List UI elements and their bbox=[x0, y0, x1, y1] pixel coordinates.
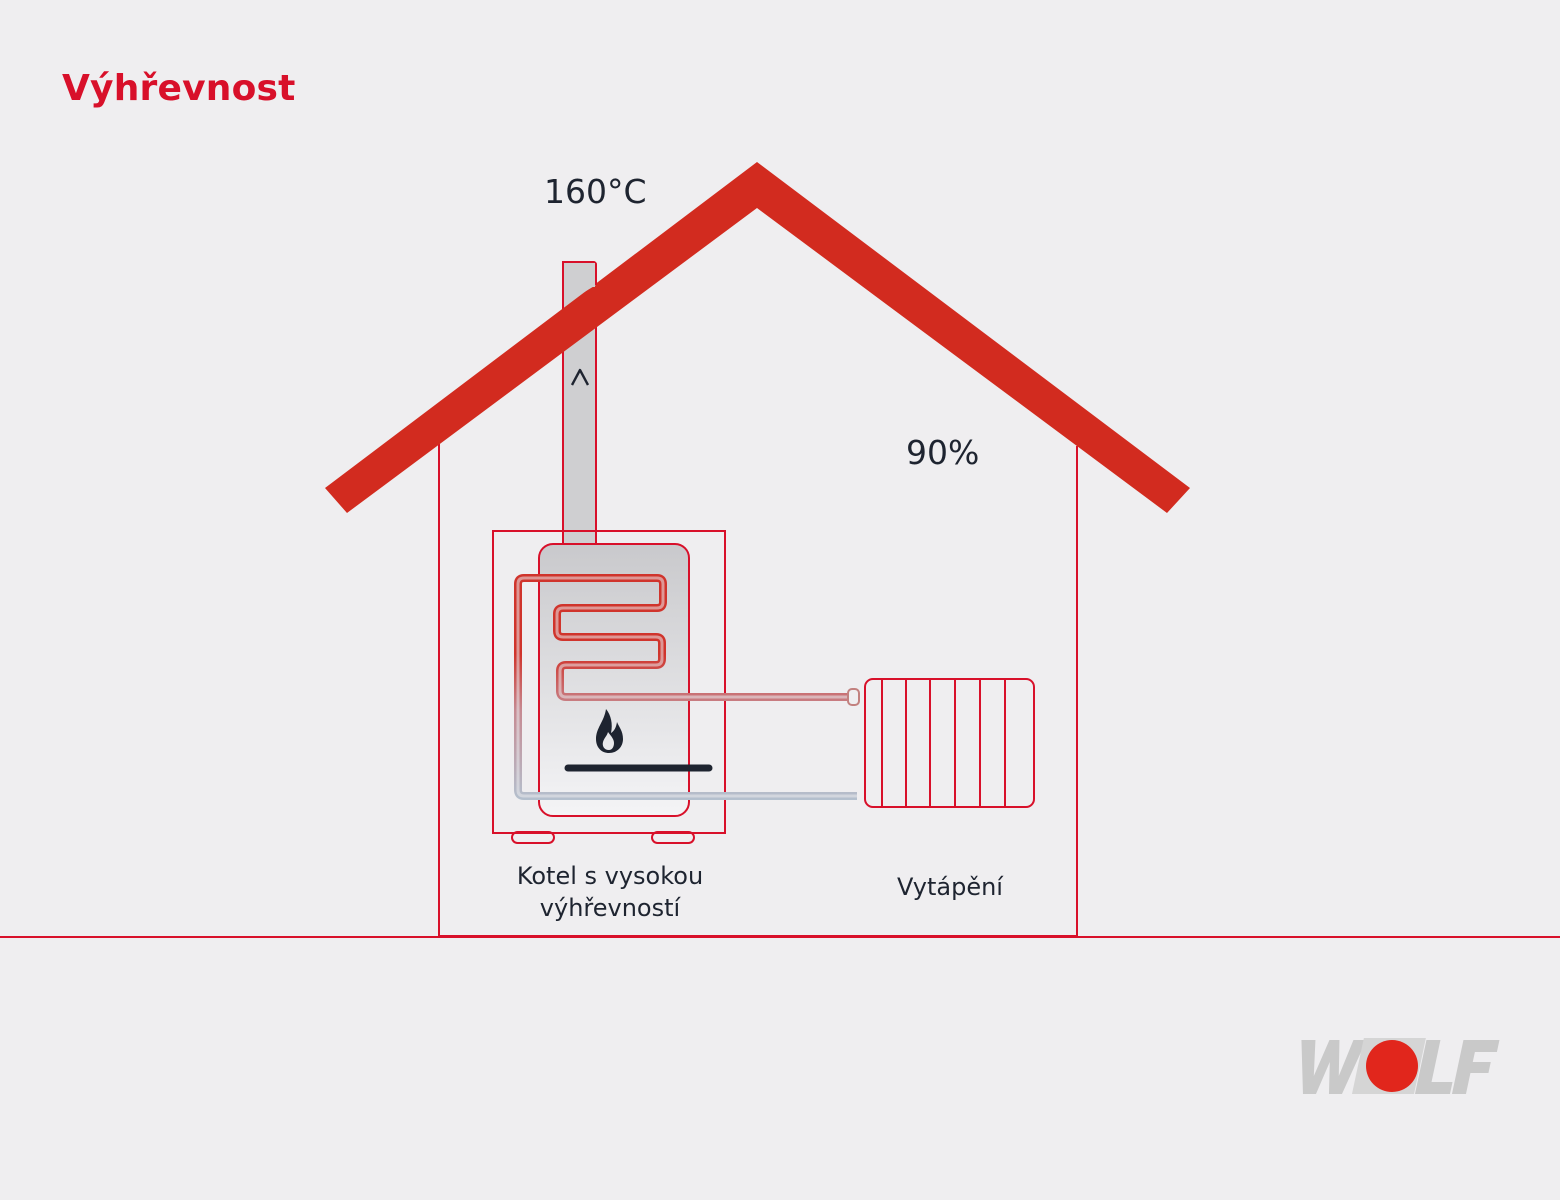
boiler-foot-left bbox=[511, 831, 555, 844]
chimney-top-fill bbox=[564, 263, 595, 287]
flue-temperature-label: 160°C bbox=[544, 172, 647, 211]
house-walls bbox=[438, 444, 1078, 937]
boiler-label: Kotel s vysokou výhřevností bbox=[480, 860, 740, 924]
heat-exchanger-coil-inner bbox=[516, 576, 857, 798]
boiler-frame bbox=[492, 530, 726, 834]
radiator-valve bbox=[847, 688, 860, 706]
boiler-label-line2: výhřevností bbox=[539, 894, 681, 922]
heating-label: Vytápění bbox=[897, 873, 1003, 901]
efficiency-label: 90% bbox=[906, 433, 980, 472]
page-title: Výhřevnost bbox=[62, 68, 296, 109]
wolf-logo bbox=[1301, 1038, 1500, 1094]
wolf-logo-dot bbox=[1366, 1040, 1418, 1092]
radiator bbox=[864, 678, 1035, 808]
boiler-label-line1: Kotel s vysokou bbox=[516, 862, 704, 890]
arrow-up-icon bbox=[570, 368, 590, 386]
flame-icon bbox=[596, 709, 623, 753]
roof bbox=[325, 162, 1190, 513]
boiler-foot-right bbox=[651, 831, 695, 844]
